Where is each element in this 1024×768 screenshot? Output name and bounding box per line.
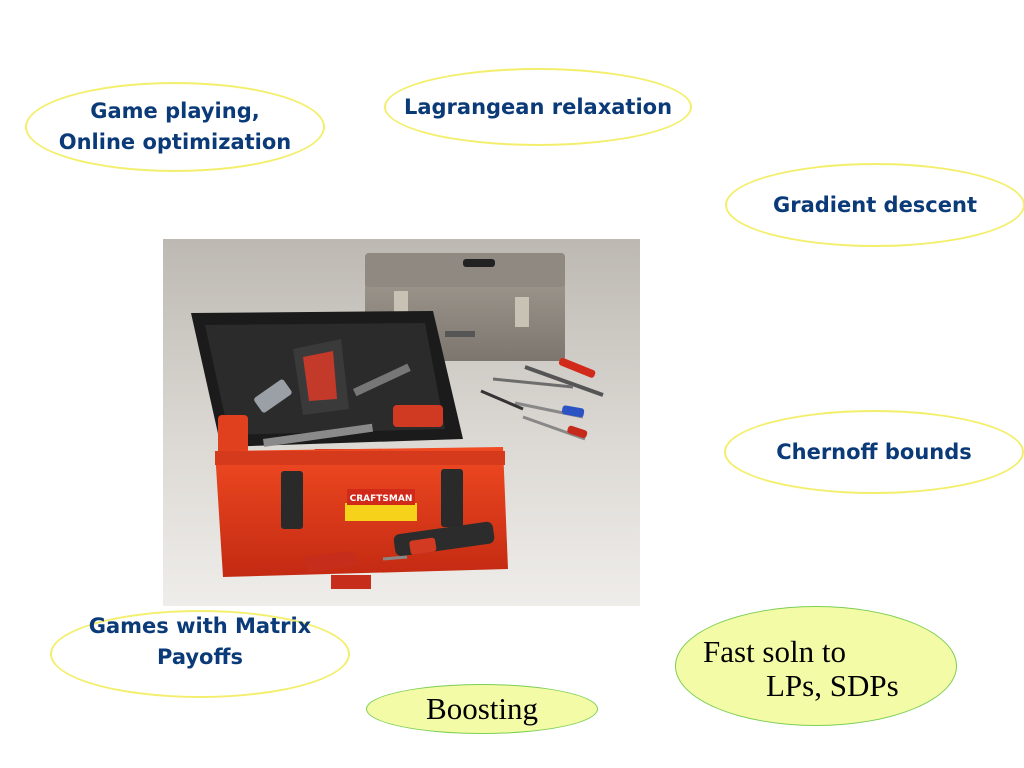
fast-soln-line2: LPs, SDPs [766, 668, 899, 703]
front-tools [303, 521, 495, 589]
lagrangean-label: Lagrangean relaxation [403, 94, 673, 119]
toolbox-photo: CRAFTSMAN [163, 239, 640, 606]
chernoff-label: Chernoff bounds [776, 439, 972, 464]
gradient-descent-label: Gradient descent [773, 192, 977, 217]
toolbox-brand-text: CRAFTSMAN [350, 494, 413, 504]
oval-boosting: Boosting [366, 684, 598, 734]
oval-matrix-games: Games with Matrix Payoffs [50, 610, 350, 698]
loose-tools [480, 357, 604, 441]
boosting-label: Boosting [426, 691, 538, 726]
oval-lagrangean: Lagrangean relaxation [384, 68, 692, 146]
oval-chernoff: Chernoff bounds [724, 410, 1024, 494]
oval-game-playing: Game playing, Online optimization [25, 82, 325, 172]
oval-fast-soln: Fast soln to LPs, SDPs [675, 606, 957, 726]
oval-gradient-descent: Gradient descent [725, 163, 1024, 247]
game-playing-label: Game playing, Online optimization [58, 99, 292, 154]
fast-soln-line1: Fast soln to [703, 634, 846, 669]
matrix-games-label: Games with Matrix Payoffs [88, 614, 312, 669]
red-toolbox: CRAFTSMAN [191, 311, 508, 577]
